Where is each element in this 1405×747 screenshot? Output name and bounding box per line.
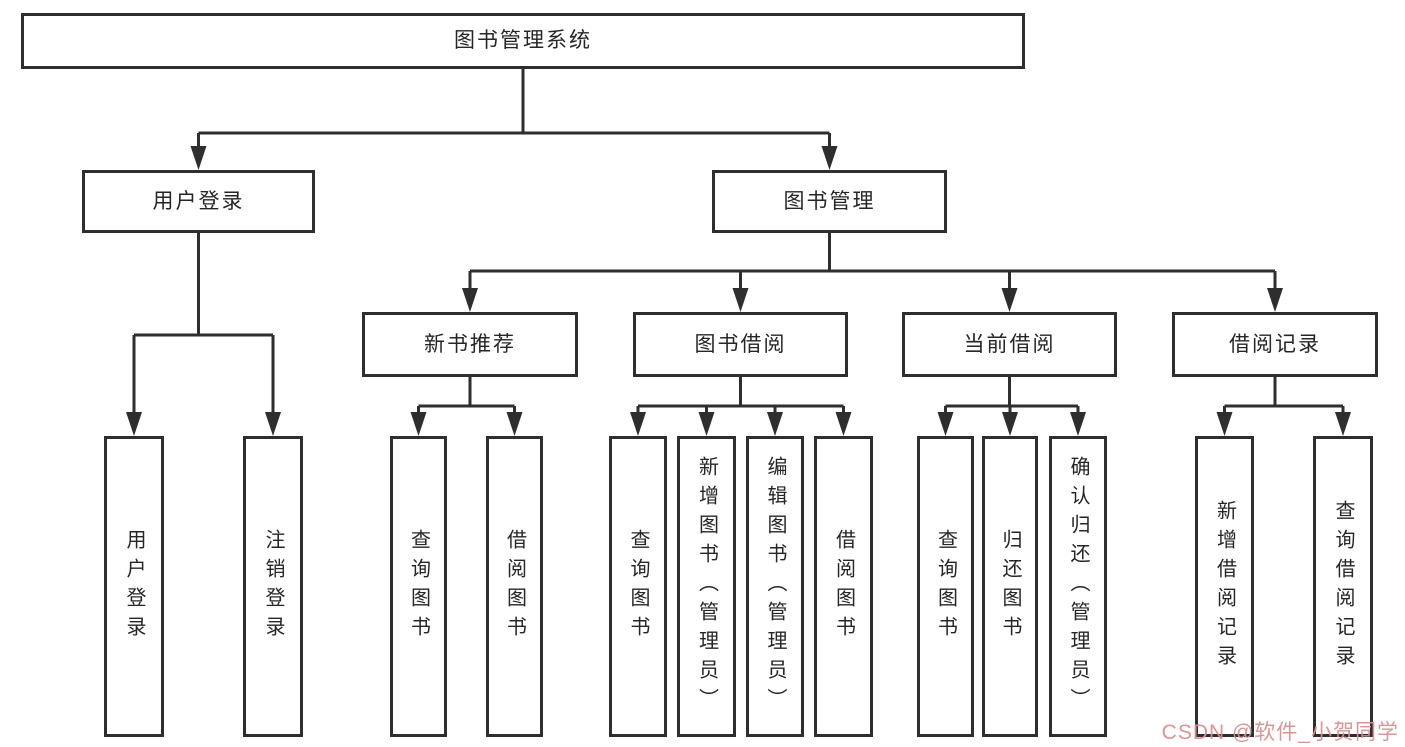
node-b_query: 查询图书 bbox=[609, 436, 667, 737]
node-label: 用户登录 bbox=[123, 528, 145, 645]
node-c_query: 查询图书 bbox=[917, 436, 974, 737]
node-label: 查询图书 bbox=[627, 528, 649, 645]
node-c_return: 归还图书 bbox=[982, 436, 1038, 737]
node-label: 借阅图书 bbox=[503, 528, 526, 645]
node-label: 注销登录 bbox=[262, 528, 284, 645]
node-u_logout: 注销登录 bbox=[243, 436, 303, 737]
node-label: 新增图书（管理员） bbox=[695, 456, 718, 717]
node-label: 借阅图书 bbox=[832, 528, 855, 645]
node-c_confirm: 确认归还（管理员） bbox=[1049, 436, 1107, 737]
node-newbook: 新书推荐 bbox=[362, 312, 578, 377]
arrowhead-login bbox=[190, 146, 207, 170]
node-label: 查询借阅记录 bbox=[1332, 499, 1354, 674]
node-records: 借阅记录 bbox=[1172, 312, 1378, 377]
arrowhead-nb_borrow bbox=[506, 412, 523, 436]
node-label: 新增借阅记录 bbox=[1213, 499, 1236, 674]
node-login: 用户登录 bbox=[82, 170, 315, 233]
arrowhead-c_confirm bbox=[1070, 412, 1086, 436]
arrowhead-u_login bbox=[126, 412, 142, 436]
node-r_add: 新增借阅记录 bbox=[1195, 436, 1254, 737]
node-mgmt: 图书管理 bbox=[712, 170, 947, 233]
node-b_edit: 编辑图书（管理员） bbox=[746, 436, 804, 737]
node-borrow: 图书借阅 bbox=[633, 312, 848, 377]
arrowhead-u_logout bbox=[265, 412, 281, 436]
arrowhead-nb_query bbox=[410, 412, 427, 436]
arrowhead-c_query bbox=[937, 412, 954, 436]
node-u_login: 用户登录 bbox=[104, 436, 164, 737]
node-label: 新书推荐 bbox=[424, 332, 516, 356]
node-b_borrow: 借阅图书 bbox=[814, 436, 873, 737]
node-label: 借阅记录 bbox=[1229, 332, 1321, 356]
node-nb_borrow: 借阅图书 bbox=[486, 436, 543, 737]
node-label: 用户登录 bbox=[152, 189, 245, 213]
node-nb_query: 查询图书 bbox=[390, 436, 447, 737]
arrowhead-records bbox=[1267, 288, 1283, 312]
arrowhead-b_borrow bbox=[835, 412, 852, 436]
arrowhead-borrow bbox=[732, 288, 749, 312]
node-label: 图书管理系统 bbox=[454, 29, 592, 53]
node-label: 图书管理 bbox=[783, 189, 876, 213]
node-current: 当前借阅 bbox=[902, 312, 1117, 377]
node-label: 归还图书 bbox=[999, 528, 1021, 645]
arrowhead-b_edit bbox=[767, 412, 783, 436]
node-label: 确认归还（管理员） bbox=[1067, 456, 1089, 717]
arrowhead-r_add bbox=[1216, 412, 1233, 436]
arrowhead-b_add bbox=[698, 412, 715, 436]
node-label: 查询图书 bbox=[934, 528, 957, 645]
arrowhead-b_query bbox=[630, 412, 646, 436]
arrowhead-c_return bbox=[1002, 412, 1018, 436]
arrowhead-mgmt bbox=[821, 146, 838, 170]
arrowhead-current bbox=[1001, 288, 1018, 312]
node-label: 当前借阅 bbox=[963, 332, 1056, 356]
node-label: 图书借阅 bbox=[694, 332, 787, 356]
node-r_query: 查询借阅记录 bbox=[1313, 436, 1373, 737]
node-root: 图书管理系统 bbox=[21, 13, 1025, 69]
node-label: 查询图书 bbox=[407, 528, 430, 645]
arrowhead-r_query bbox=[1335, 412, 1351, 436]
arrowhead-newbook bbox=[462, 288, 478, 312]
node-b_add: 新增图书（管理员） bbox=[677, 436, 736, 737]
node-label: 编辑图书（管理员） bbox=[764, 456, 786, 717]
